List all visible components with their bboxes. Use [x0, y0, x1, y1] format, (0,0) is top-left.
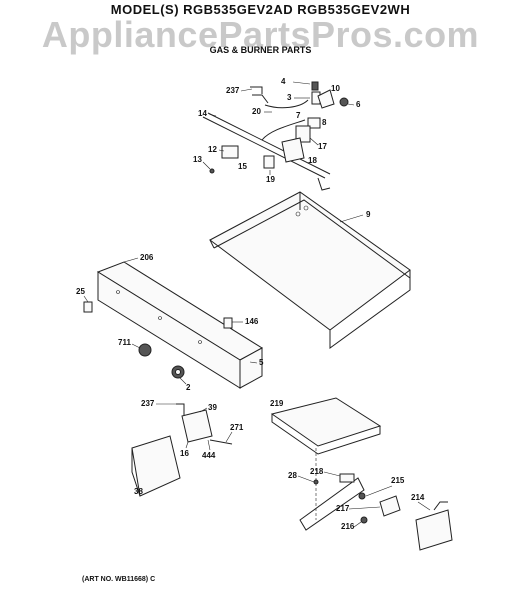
burner-tube: [299, 477, 365, 531]
callout-214: 214: [411, 493, 425, 502]
box-hole-b: [303, 205, 309, 211]
callout-18: 18: [308, 156, 317, 165]
model-title: MODEL(S) RGB535GEV2AD RGB535GEV2WH: [110, 2, 411, 17]
callout-217: 217: [336, 504, 350, 513]
spring-217: [379, 495, 401, 517]
callout-15: 15: [238, 162, 247, 171]
baffle-219-edge: [271, 414, 381, 455]
callout-39: 39: [208, 403, 217, 412]
callout-216: 216: [341, 522, 355, 531]
callout-19: 19: [266, 175, 275, 184]
cover-38-edge: [131, 448, 141, 497]
grommet-711: [138, 343, 152, 357]
callout-8: 8: [322, 118, 327, 127]
callout-218: 218: [310, 467, 324, 476]
clip-25: [83, 301, 93, 313]
callout-3: 3: [287, 93, 292, 102]
oven-valve-assembly: [131, 403, 233, 497]
box-hole-a: [295, 211, 301, 217]
spark-ignitor-8: [307, 117, 321, 129]
screw-13: [209, 168, 215, 174]
callout-14: 14: [198, 109, 207, 118]
front-bracket-5: [83, 261, 263, 389]
pipe-end: [317, 177, 331, 191]
burner-box-front: [329, 270, 411, 349]
cover-38: [131, 435, 181, 497]
callout-10: 10: [331, 84, 340, 93]
callout-215: 215: [391, 476, 405, 485]
igniter-214: [415, 509, 453, 551]
burner-box-floor: [209, 191, 411, 331]
bracket-side: [239, 347, 263, 389]
housing-18: [281, 137, 305, 163]
callout-38: 38: [134, 487, 143, 496]
diagram-subtitle: GAS & BURNER PARTS: [209, 45, 312, 55]
orifice-4: [311, 81, 319, 91]
feed-tube-237: [250, 86, 263, 94]
callout-711: 711: [118, 338, 131, 347]
broil-assembly: [270, 397, 453, 551]
bracket-hole-c: [198, 340, 202, 344]
manifold-assembly: [202, 81, 349, 191]
orifice-218: [339, 473, 355, 483]
bracket-hole-a: [116, 290, 120, 294]
callout-28: 28: [288, 471, 297, 480]
callout-271: 271: [230, 423, 244, 432]
callout-9: 9: [366, 210, 371, 219]
gas-tube-lower: [261, 119, 306, 141]
callout-237-top: 237: [226, 86, 240, 95]
washer-216: [360, 516, 368, 524]
callout-237-lower: 237: [141, 399, 155, 408]
knob-6: [339, 97, 349, 107]
callout-16: 16: [180, 449, 189, 458]
gas-tube-20: [264, 99, 309, 109]
grommet-2-center: [175, 369, 181, 375]
nut-215: [358, 492, 366, 500]
screw-28: [313, 479, 319, 485]
manifold-pipe-edge-a: [202, 116, 326, 179]
burner-box-9: [209, 191, 411, 349]
tube-237-lower: [176, 403, 185, 418]
art-number: (ART NO. WB11668) C: [82, 576, 156, 583]
callout-6: 6: [356, 100, 361, 109]
tube-271: [209, 439, 233, 445]
watermark: AppliancePartsPros.com: [41, 14, 480, 55]
burner-box-rim: [213, 199, 411, 279]
bracket-19: [263, 155, 275, 169]
callout-labels: 4 10 237 3 6 20 14 7 8 17 12 15 13 18 19…: [76, 77, 431, 531]
callout-219: 219: [270, 399, 284, 408]
callout-13: 13: [193, 155, 202, 164]
valve-39: [181, 409, 213, 443]
callout-146: 146: [245, 317, 259, 326]
manifold-pipe-edge-b: [207, 112, 331, 175]
callout-7: 7: [296, 111, 301, 120]
callout-20: 20: [252, 107, 261, 116]
callout-17: 17: [318, 142, 327, 151]
burner-box-corner-a: [209, 239, 215, 249]
callout-444: 444: [202, 451, 216, 460]
valve-15: [221, 145, 239, 159]
clip-146: [223, 317, 233, 329]
igniter-lead: [433, 501, 448, 511]
bracket-hole-b: [158, 316, 162, 320]
callout-25: 25: [76, 287, 85, 296]
callout-4: 4: [281, 77, 286, 86]
callout-12: 12: [208, 145, 217, 154]
feed-tube-237-b: [252, 94, 269, 104]
callout-5: 5: [259, 358, 264, 367]
callout-2: 2: [186, 383, 191, 392]
bracket-10: [317, 89, 335, 109]
callout-206: 206: [140, 253, 154, 262]
